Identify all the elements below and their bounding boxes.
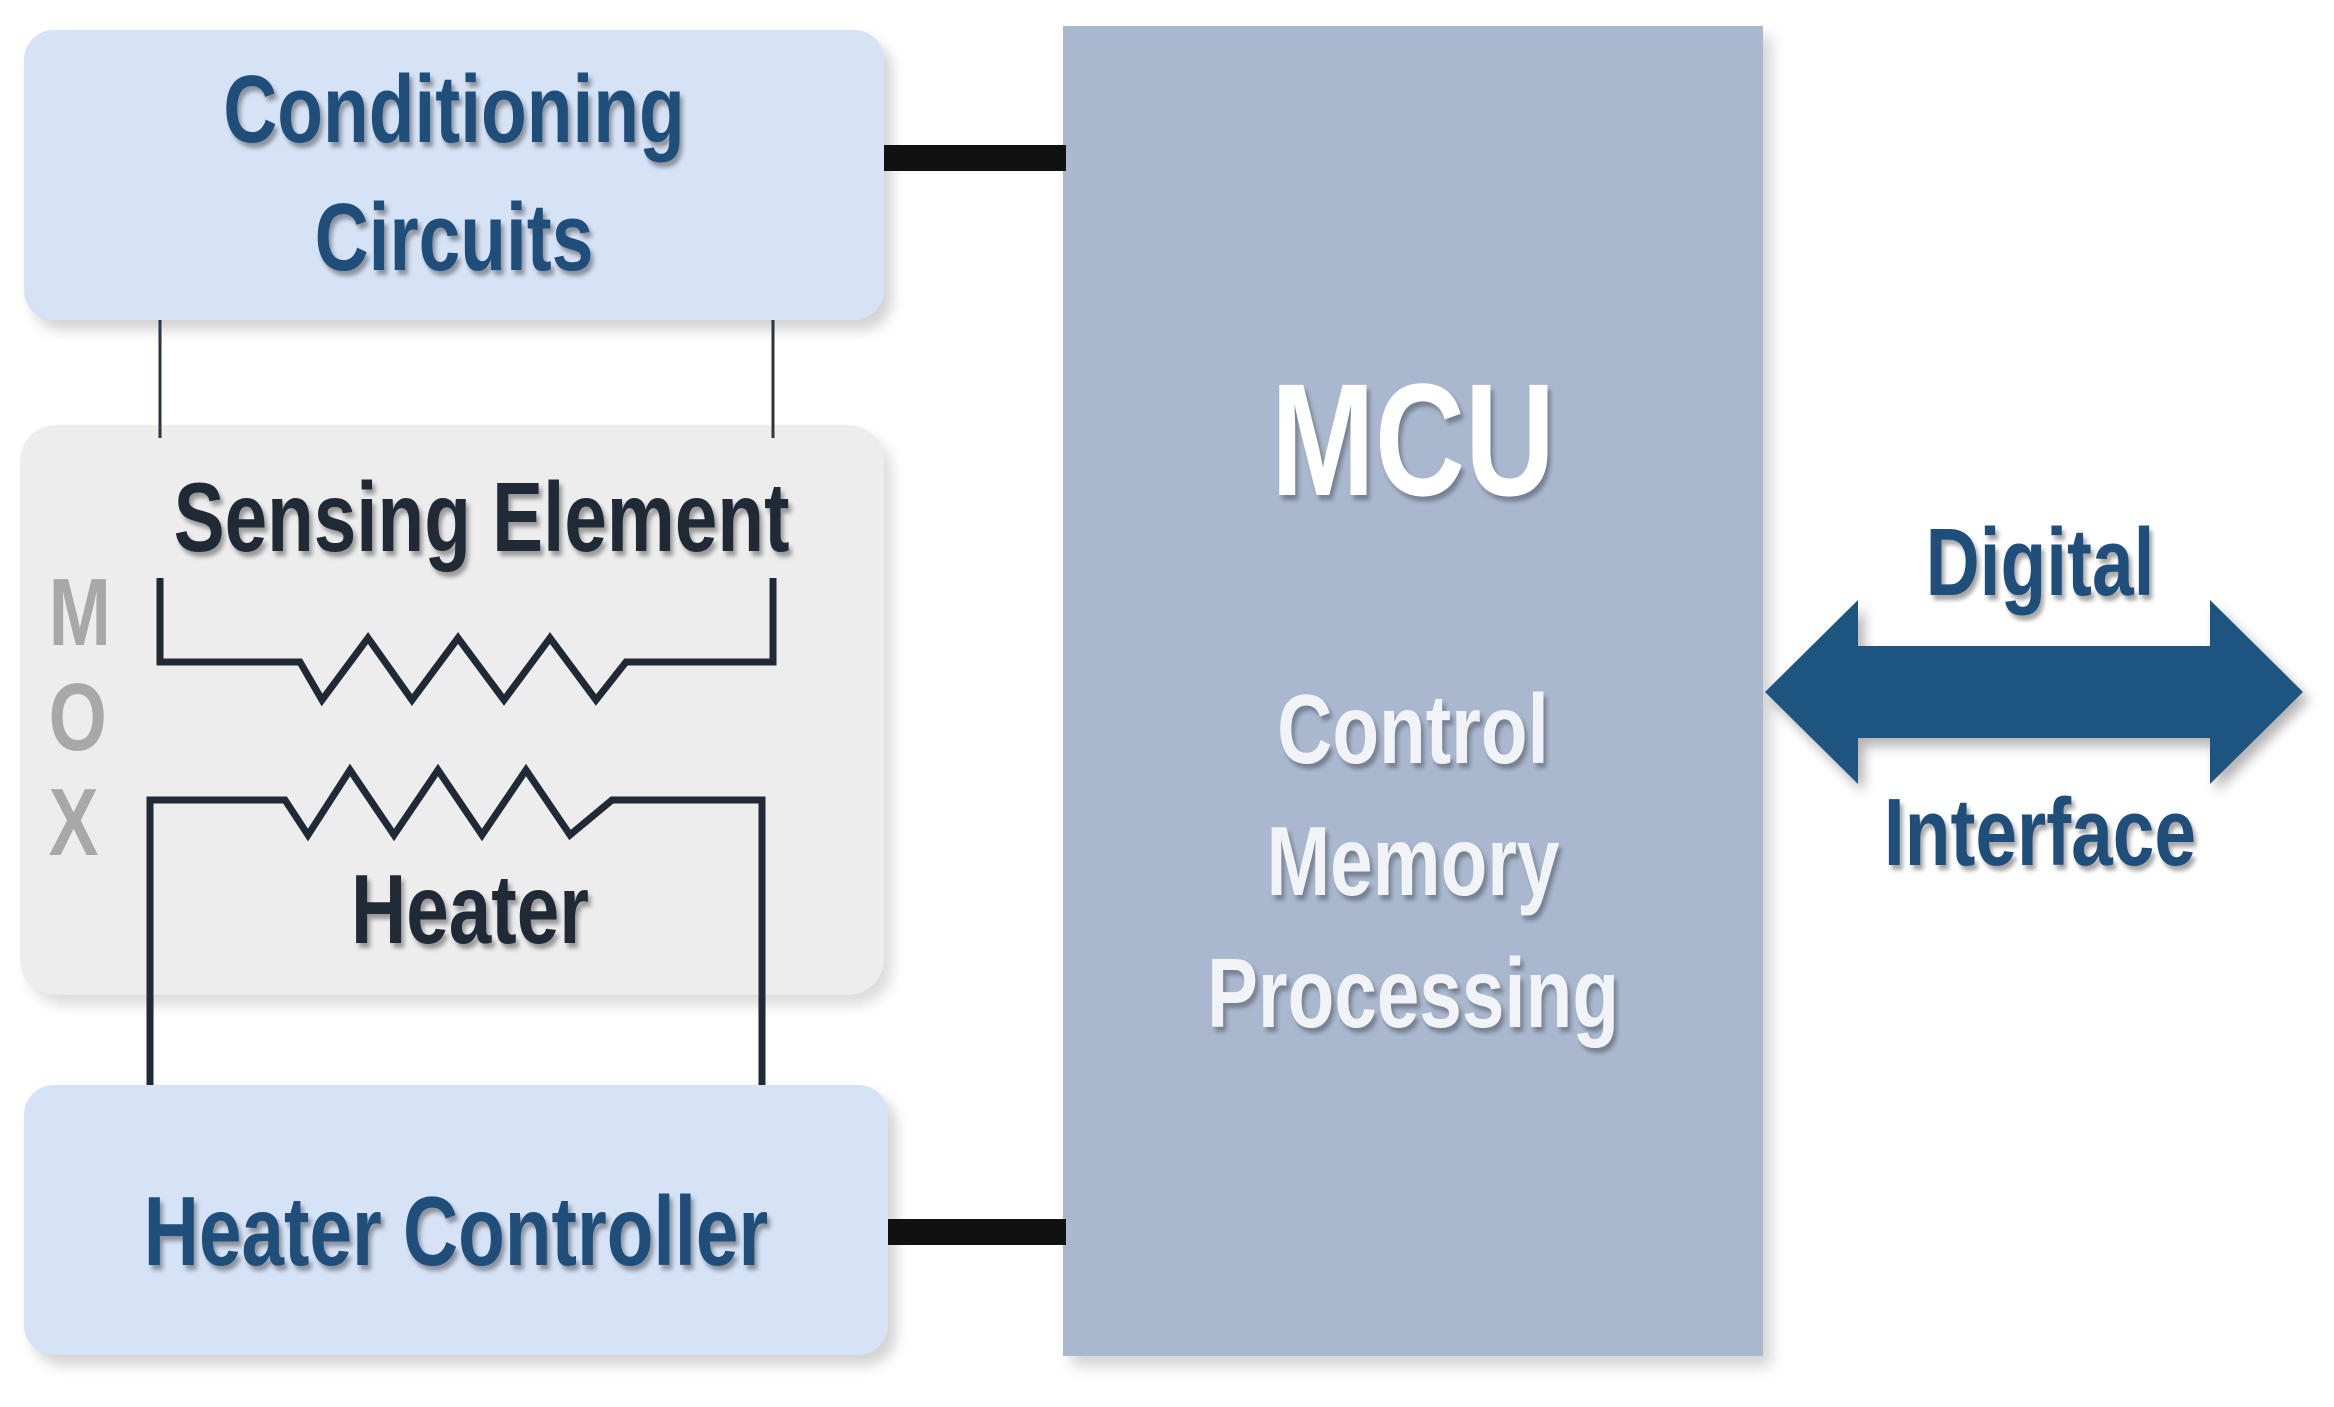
heater-resistor: [146, 763, 766, 1085]
mcu-function-processing: Processing: [1206, 938, 1620, 1048]
sensing-element-label: Sensing Element: [173, 462, 790, 572]
digital-interface-label-line1: Digital: [1925, 509, 2155, 616]
conditioning-label-line1: Conditioning: [223, 56, 685, 163]
conditioning-circuits-block: [24, 30, 884, 320]
heater-controller-block: [24, 1085, 888, 1355]
mcu-function-control: Control: [1277, 674, 1549, 784]
mox-sensor-block: [20, 425, 884, 995]
heater-controller-label: Heater Controller: [143, 1176, 769, 1286]
heater-label: Heater: [351, 854, 589, 964]
digital-interface-label-line2: Interface: [1883, 779, 2197, 886]
conditioning-label-line2: Circuits: [314, 184, 594, 291]
mcu-block: [1063, 26, 1763, 1356]
mcu-title: MCU: [1270, 350, 1556, 529]
sensing-element-resistor: [156, 578, 777, 707]
mox-letter-x: X: [48, 769, 99, 876]
digital-interface-arrow: [1765, 600, 2303, 784]
mox-letter-o: O: [48, 664, 107, 771]
mcu-function-memory: Memory: [1266, 806, 1560, 916]
mox-letter-m: M: [48, 559, 111, 666]
